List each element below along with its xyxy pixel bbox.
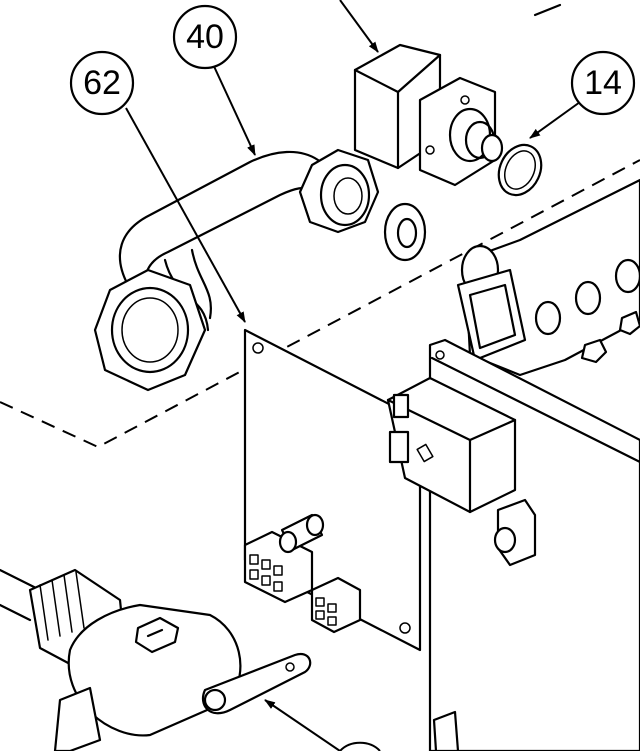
flat-washer: [383, 202, 427, 262]
board-capacitor: [278, 513, 325, 554]
board-connector-small: [310, 576, 362, 634]
callout-62-label: 62: [83, 64, 121, 102]
drain-lever: [202, 652, 312, 715]
callout-62: 62: [69, 50, 135, 116]
assembly-plane-outline: [0, 159, 640, 449]
gas-valve-body: [456, 178, 640, 377]
drain-valve: [0, 568, 312, 751]
right-hex-nut: [298, 148, 380, 234]
left-hex-nut: [93, 268, 207, 392]
callout-14-label: 14: [584, 64, 622, 102]
push-button: [493, 498, 537, 567]
circuit-board-part-62: [243, 328, 422, 652]
leader-lines: [125, 0, 581, 751]
solenoid-valve: [353, 3, 562, 187]
callout-14: 14: [570, 50, 636, 116]
callout-40-label: 40: [186, 18, 224, 56]
terminal-block: [386, 376, 517, 514]
o-ring-part-14: [497, 143, 543, 197]
callout-40: 40: [172, 4, 238, 70]
control-housing: [386, 338, 640, 751]
pipe-assembly-part-40: [93, 148, 380, 392]
